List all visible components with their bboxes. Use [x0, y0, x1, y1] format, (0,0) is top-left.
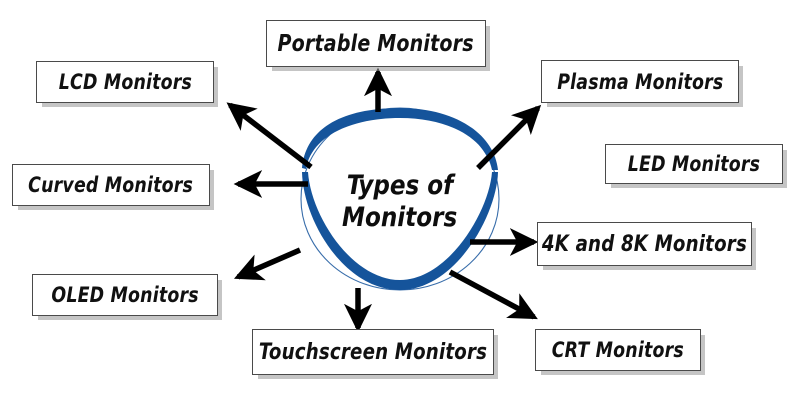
- center-circle-stroke: [300, 107, 500, 291]
- node-touchscreen[interactable]: Touchscreen Monitors: [252, 329, 494, 375]
- node-lcd-label: LCD Monitors: [58, 70, 192, 94]
- node-curved[interactable]: Curved Monitors: [12, 164, 210, 206]
- arrow-to-lcd: [226, 102, 313, 170]
- node-plasma-label: Plasma Monitors: [556, 69, 724, 94]
- arrow-to-plasma: [476, 104, 542, 170]
- node-portable-label: Portable Monitors: [277, 30, 475, 57]
- node-led-label: LED Monitors: [627, 152, 761, 176]
- node-4k8k[interactable]: 4K and 8K Monitors: [537, 222, 752, 266]
- center-label: Types of Monitors: [292, 108, 508, 296]
- node-4k8k-label: 4K and 8K Monitors: [541, 231, 748, 257]
- arrow-to-oled: [233, 247, 302, 281]
- node-portable[interactable]: Portable Monitors: [266, 20, 486, 67]
- node-touchscreen-label: Touchscreen Monitors: [258, 339, 488, 365]
- node-crt-label: CRT Monitors: [551, 338, 685, 362]
- node-crt[interactable]: CRT Monitors: [535, 329, 701, 371]
- node-oled-label: OLED Monitors: [51, 283, 199, 307]
- node-plasma[interactable]: Plasma Monitors: [541, 60, 739, 103]
- center-title-line-1: Types of: [346, 170, 454, 202]
- node-oled[interactable]: OLED Monitors: [32, 274, 218, 316]
- center-title-line-2: Monitors: [342, 202, 458, 233]
- center-node: Types of Monitors: [292, 108, 508, 296]
- node-led[interactable]: LED Monitors: [605, 144, 783, 184]
- arrow-to-crt: [448, 269, 538, 320]
- node-lcd[interactable]: LCD Monitors: [36, 61, 214, 103]
- node-curved-label: Curved Monitors: [28, 173, 194, 197]
